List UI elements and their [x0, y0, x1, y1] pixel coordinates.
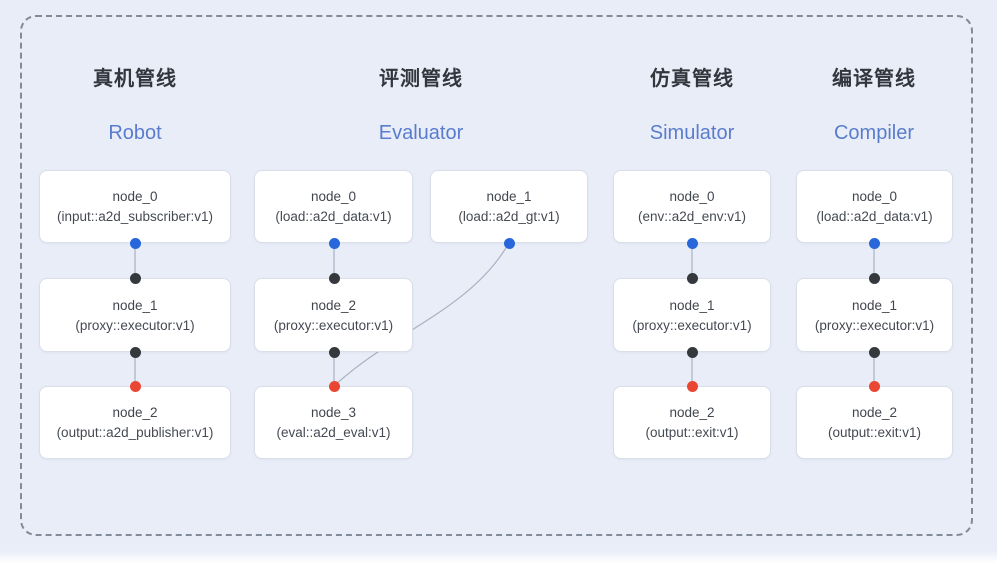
node-name: node_0 — [851, 189, 898, 204]
node-name: node_2 — [851, 405, 898, 420]
node-detail: (output::exit:v1) — [827, 425, 922, 440]
node-detail: (load::a2d_data:v1) — [816, 209, 933, 224]
node-name: node_1 — [851, 297, 898, 313]
pipeline-title-en-compiler: Compiler — [833, 122, 915, 144]
port-dot-input-red — [686, 380, 698, 392]
node-name: node_1 — [112, 297, 158, 313]
node-evaluator-1: node_1 (load::a2d_gt:v1) — [430, 170, 588, 243]
port-dot-output-blue — [868, 237, 880, 249]
node-name: node_2 — [112, 405, 158, 420]
node-detail: (output::a2d_publisher:v1) — [56, 425, 214, 440]
node-compiler-1: node_1 (proxy::executor:v1) — [796, 278, 953, 352]
port-dot-proxy-dark — [328, 272, 340, 284]
pipeline-title-en-robot: Robot — [108, 122, 162, 144]
node-evaluator-3: node_3 (eval::a2d_eval:v1) — [254, 386, 413, 459]
port-dot-output-blue — [503, 237, 515, 249]
node-robot-1: node_1 (proxy::executor:v1) — [39, 278, 231, 352]
port-dot-input-red — [868, 380, 880, 392]
node-robot-2: node_2 (output::a2d_publisher:v1) — [39, 386, 231, 459]
port-dot-proxy-dark — [686, 272, 698, 284]
node-name: node_0 — [669, 189, 715, 204]
port-dot-proxy-dark — [129, 346, 141, 358]
pipeline-title-en-evaluator: Evaluator — [378, 122, 464, 144]
node-name: node_1 — [669, 297, 715, 313]
node-name: node_2 — [310, 297, 357, 313]
node-detail: (env::a2d_env:v1) — [637, 209, 747, 224]
edge-evaluator-n1-n3 — [333, 242, 510, 387]
node-detail: (proxy::executor:v1) — [632, 317, 752, 333]
port-dot-proxy-dark — [328, 346, 340, 358]
node-detail: (input::a2d_subscriber:v1) — [56, 209, 214, 224]
node-name: node_2 — [669, 405, 715, 420]
bottom-fade — [0, 551, 997, 563]
node-detail: (proxy::executor:v1) — [273, 317, 394, 333]
node-robot-0: node_0 (input::a2d_subscriber:v1) — [39, 170, 231, 243]
node-detail: (load::a2d_data:v1) — [275, 209, 392, 224]
node-compiler-2: node_2 (output::exit:v1) — [796, 386, 953, 459]
port-dot-output-blue — [686, 237, 698, 249]
port-dot-output-blue — [328, 237, 340, 249]
node-detail: (load::a2d_gt:v1) — [458, 209, 560, 224]
node-detail: (proxy::executor:v1) — [814, 317, 935, 333]
node-name: node_1 — [486, 189, 532, 204]
pipeline-title-zh-simulator: 仿真管线 — [650, 68, 734, 90]
node-name: node_3 — [310, 405, 357, 420]
port-dot-input-red — [328, 380, 340, 392]
port-dot-proxy-dark — [686, 346, 698, 358]
pipeline-title-zh-robot: 真机管线 — [93, 68, 177, 90]
node-name: node_0 — [310, 189, 357, 204]
pipeline-title-zh-compiler: 编译管线 — [832, 68, 916, 90]
node-detail: (output::exit:v1) — [645, 425, 739, 440]
node-evaluator-0: node_0 (load::a2d_data:v1) — [254, 170, 413, 243]
node-compiler-0: node_0 (load::a2d_data:v1) — [796, 170, 953, 243]
node-simulator-2: node_2 (output::exit:v1) — [613, 386, 771, 459]
node-simulator-0: node_0 (env::a2d_env:v1) — [613, 170, 771, 243]
node-name: node_0 — [112, 189, 158, 204]
port-dot-proxy-dark — [868, 272, 880, 284]
node-evaluator-2: node_2 (proxy::executor:v1) — [254, 278, 413, 352]
node-detail: (proxy::executor:v1) — [75, 317, 195, 333]
node-detail: (eval::a2d_eval:v1) — [276, 425, 391, 440]
port-dot-proxy-dark — [129, 272, 141, 284]
dashed-frame — [20, 15, 973, 536]
port-dot-input-red — [129, 380, 141, 392]
port-dot-output-blue — [129, 237, 141, 249]
node-simulator-1: node_1 (proxy::executor:v1) — [613, 278, 771, 352]
pipeline-title-zh-evaluator: 评测管线 — [379, 68, 463, 90]
pipeline-title-en-simulator: Simulator — [649, 122, 735, 144]
port-dot-proxy-dark — [868, 346, 880, 358]
